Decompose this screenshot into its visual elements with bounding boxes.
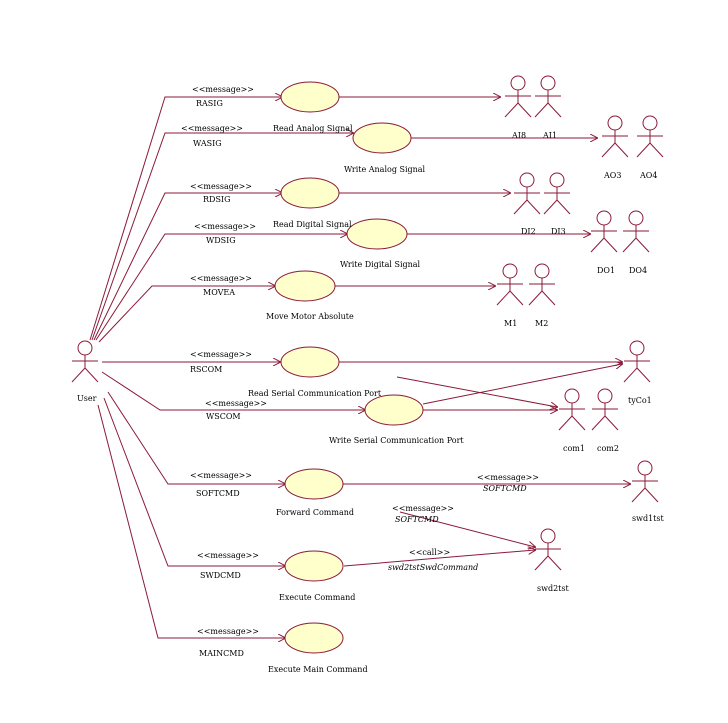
usecase-label-move-motor: Move Motor Absolute xyxy=(266,312,354,321)
actor-ai1[interactable] xyxy=(534,75,562,118)
usecase-label-read-analog: Read Analog Signal xyxy=(273,124,353,133)
actor-ao4[interactable] xyxy=(636,115,664,158)
msg-rscom: RSCOM xyxy=(190,365,222,374)
actor-label-ai8: AI8 xyxy=(511,131,526,140)
stereo-wasig: <<message>> xyxy=(181,124,243,133)
stereo-softcmd-swd2: <<message>> xyxy=(392,504,454,513)
msg-wdsig: WDSIG xyxy=(206,236,236,245)
usecase-label-write-digital: Write Digital Signal xyxy=(340,260,421,269)
actor-com2[interactable] xyxy=(591,388,619,431)
usecase-read-digital[interactable] xyxy=(280,177,340,209)
actor-do1[interactable] xyxy=(590,210,618,253)
actor-label-tyco1: tyCo1 xyxy=(628,396,652,405)
actor-di3[interactable] xyxy=(543,172,571,215)
actor-label-swd1tst: swd1tst xyxy=(632,514,664,523)
actor-ai8[interactable] xyxy=(504,75,532,118)
stereo-rscom: <<message>> xyxy=(190,350,252,359)
actor-label-do4: DO4 xyxy=(629,266,647,275)
msg-movea: MOVEA xyxy=(203,288,235,297)
stereo-rdsig: <<message>> xyxy=(190,182,252,191)
actor-label-user: User xyxy=(77,394,97,403)
user-associations xyxy=(89,97,365,638)
msg-rdsig: RDSIG xyxy=(203,195,230,204)
actor-label-di2: DI2 xyxy=(521,227,536,236)
usecase-write-digital[interactable] xyxy=(346,218,408,250)
usecase-write-analog[interactable] xyxy=(352,122,412,154)
usecase-read-analog[interactable] xyxy=(280,81,340,113)
actor-do4[interactable] xyxy=(622,210,650,253)
usecase-label-execute-cmd: Execute Command xyxy=(279,593,355,602)
actor-label-ao4: AO4 xyxy=(639,171,657,180)
actor-ao3[interactable] xyxy=(601,115,629,158)
msg-swd-call: swd2tstSwdCommand xyxy=(388,563,478,572)
actor-user[interactable] xyxy=(71,340,99,383)
stereo-wscom: <<message>> xyxy=(205,399,267,408)
actor-label-com2: com2 xyxy=(597,444,619,453)
msg-softcmd-swd2: SOFTCMD xyxy=(395,515,439,524)
usecase-execute-main[interactable] xyxy=(284,622,344,654)
actor-m2[interactable] xyxy=(528,263,556,306)
actor-label-ao3: AO3 xyxy=(603,171,621,180)
usecase-label-read-digital: Read Digital Signal xyxy=(273,220,352,229)
msg-softcmd: SOFTCMD xyxy=(196,489,240,498)
msg-wasig: WASIG xyxy=(193,139,222,148)
msg-maincmd: MAINCMD xyxy=(199,649,244,658)
usecase-label-execute-main: Execute Main Command xyxy=(268,665,368,674)
actor-swd2tst[interactable] xyxy=(534,528,562,571)
usecase-label-write-analog: Write Analog Signal xyxy=(344,165,426,174)
usecase-move-motor[interactable] xyxy=(274,270,336,302)
stereo-swdcmd: <<message>> xyxy=(197,551,259,560)
msg-wscom: WSCOM xyxy=(206,412,241,421)
usecase-label-forward-cmd: Forward Command xyxy=(276,508,354,517)
actors-group xyxy=(496,75,664,571)
actor-m1[interactable] xyxy=(496,263,524,306)
actor-label-m2: M2 xyxy=(535,319,548,328)
usecase-read-serial[interactable] xyxy=(280,346,340,378)
actor-tyco1[interactable] xyxy=(623,340,651,383)
actor-label-m1: M1 xyxy=(504,319,517,328)
actor-label-swd2tst: swd2tst xyxy=(537,584,569,593)
stereo-call: <<call>> xyxy=(409,548,450,557)
stereo-wdsig: <<message>> xyxy=(194,222,256,231)
actor-label-com1: com1 xyxy=(563,444,585,453)
usecase-execute-cmd[interactable] xyxy=(284,550,344,582)
stereo-movea: <<message>> xyxy=(190,274,252,283)
usecase-forward-cmd[interactable] xyxy=(284,468,344,500)
actor-di2[interactable] xyxy=(513,172,541,215)
stereo-rasig: <<message>> xyxy=(192,85,254,94)
usecase-label-read-serial: Read Serial Communication Port xyxy=(248,389,382,398)
actor-swd1tst[interactable] xyxy=(631,460,659,503)
stereo-maincmd: <<message>> xyxy=(197,627,259,636)
msg-softcmd-right: SOFTCMD xyxy=(483,484,527,493)
actor-label-di3: DI3 xyxy=(551,227,566,236)
stereo-softcmd: <<message>> xyxy=(190,471,252,480)
usecase-label-write-serial: Write Serial Communication Port xyxy=(329,436,464,445)
actor-label-ai1: AI1 xyxy=(542,131,557,140)
stereo-softcmd-right: <<message>> xyxy=(477,473,539,482)
usecase-associations xyxy=(335,97,630,567)
actor-label-do1: DO1 xyxy=(597,266,615,275)
msg-rasig: RASIG xyxy=(196,99,223,108)
usecase-write-serial[interactable] xyxy=(364,394,424,426)
actor-com1[interactable] xyxy=(558,388,586,431)
msg-swdcmd: SWDCMD xyxy=(200,571,241,580)
